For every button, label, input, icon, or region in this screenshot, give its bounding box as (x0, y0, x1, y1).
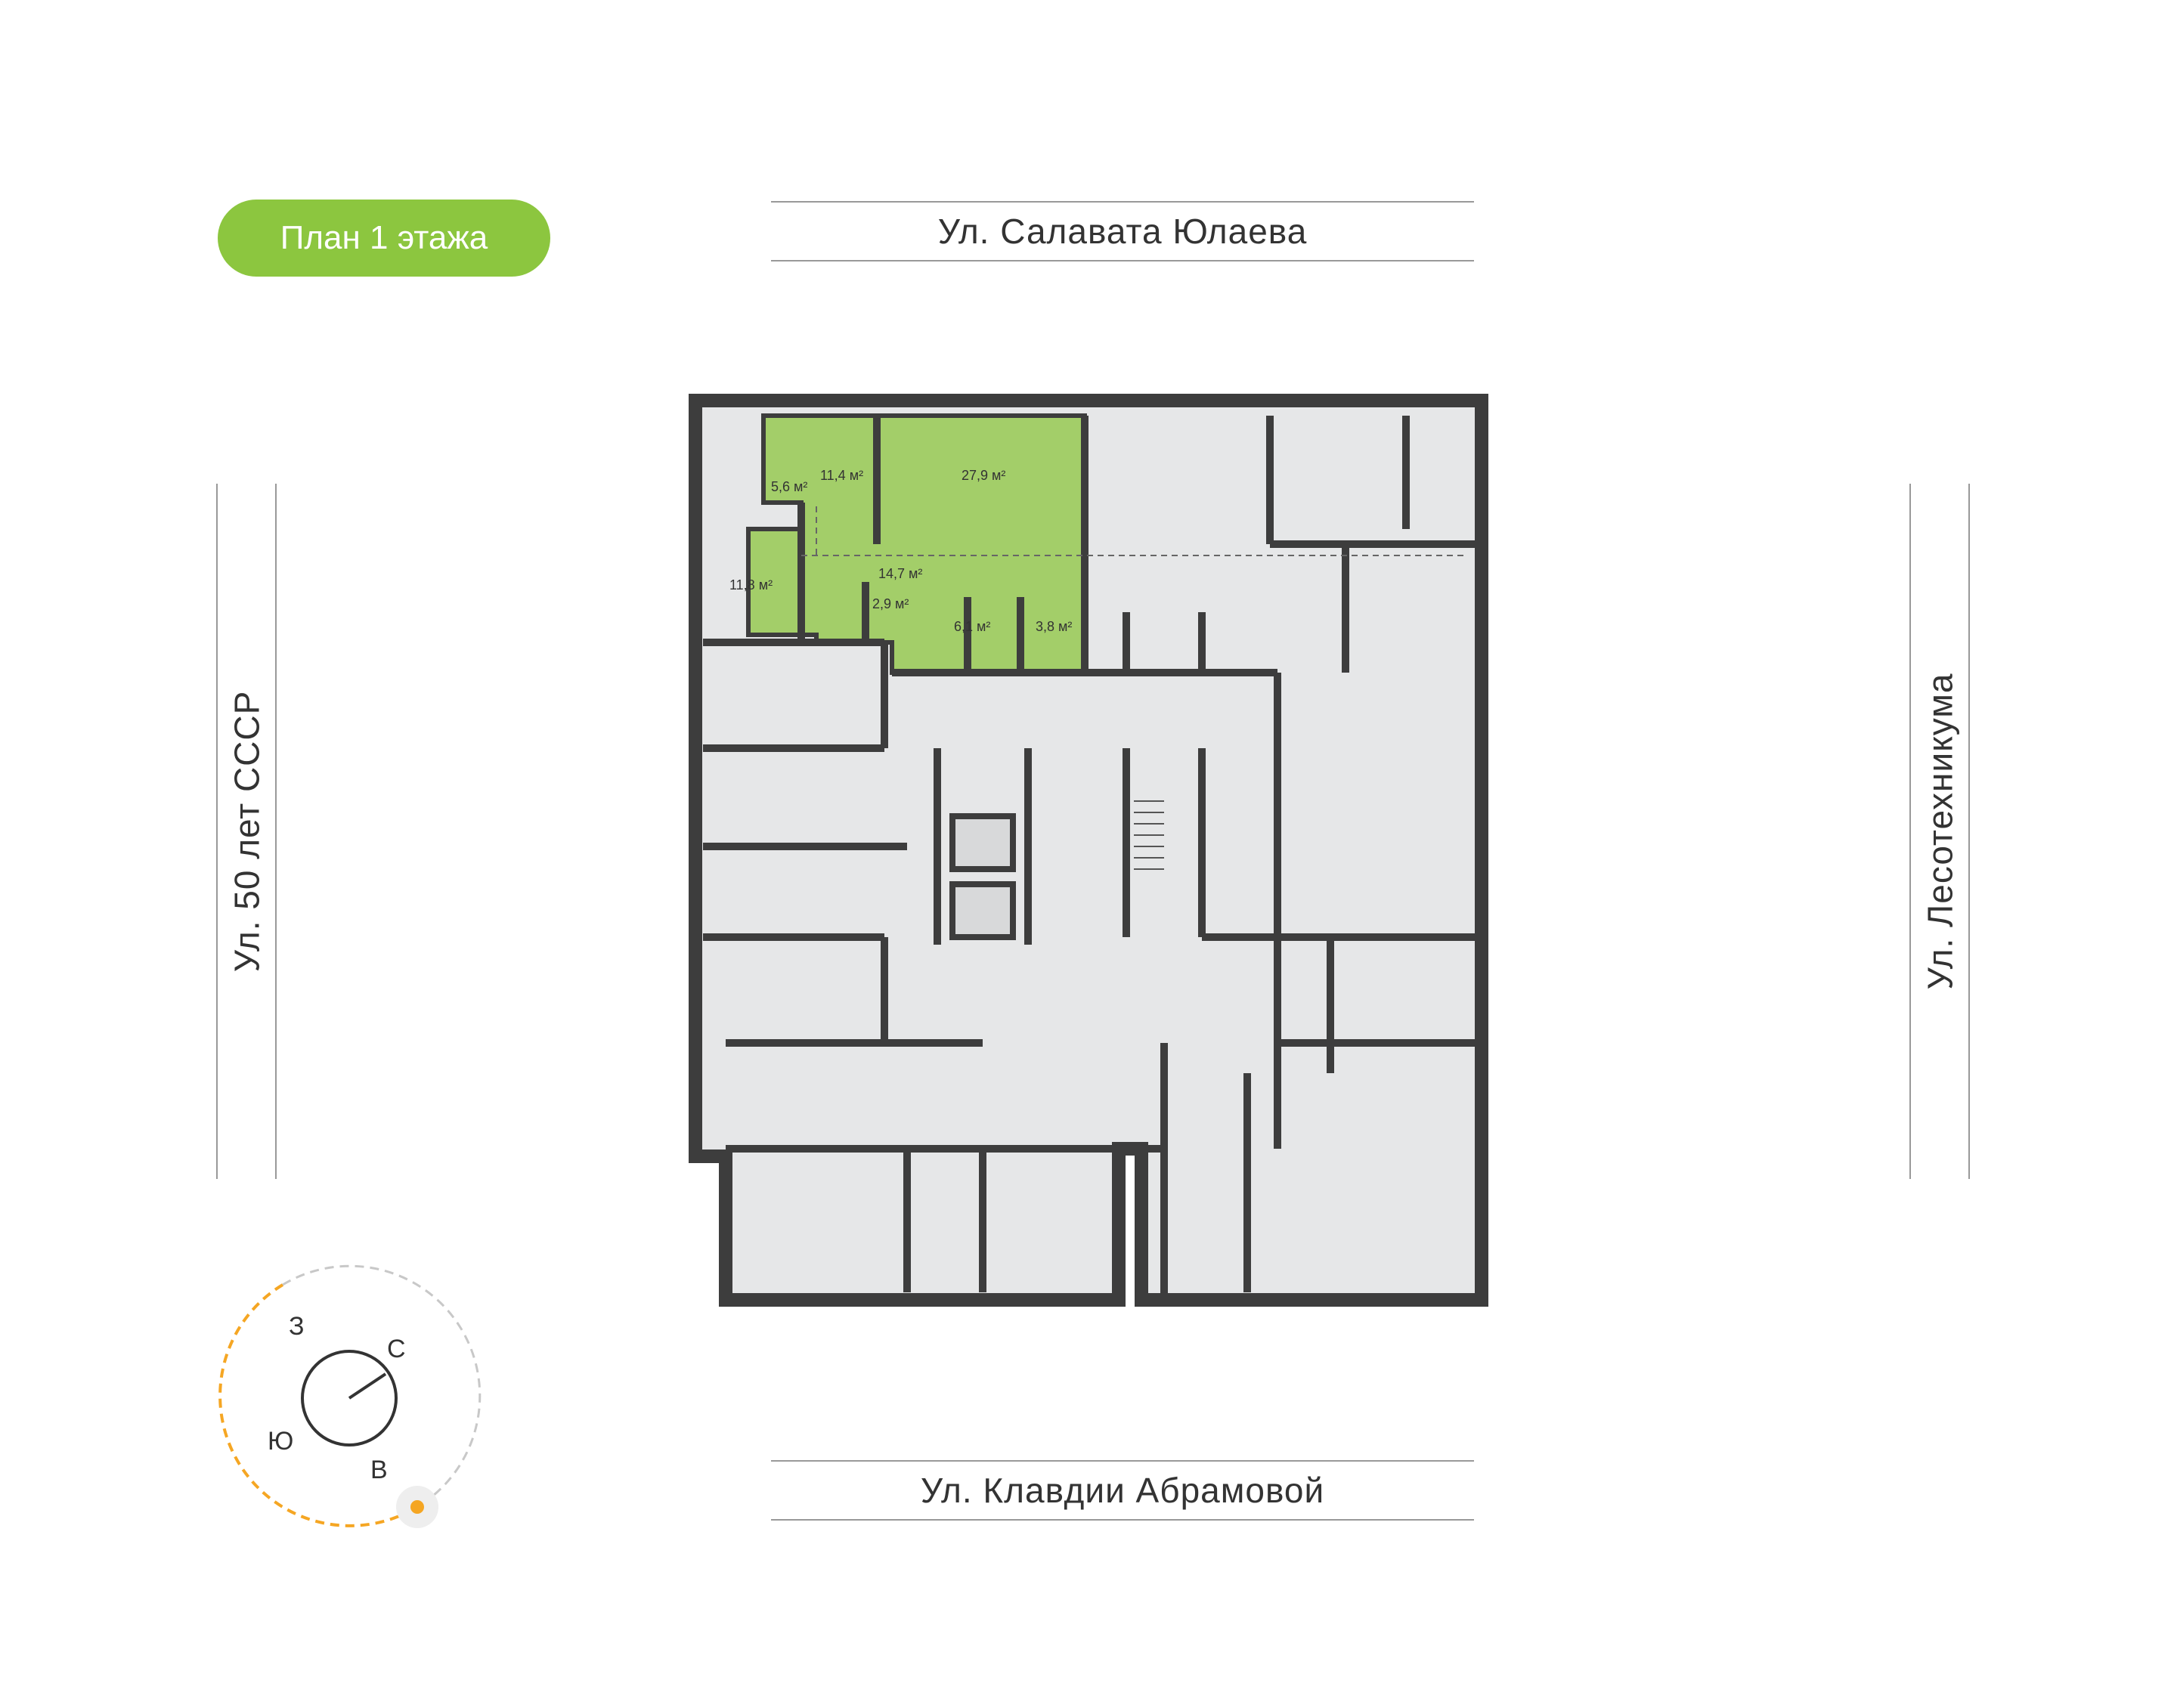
compass-south: Ю (268, 1427, 293, 1456)
sun-path-arc (218, 1283, 419, 1527)
staircase (1134, 800, 1164, 870)
elevator-shafts (949, 813, 1016, 940)
street-west-label: Ул. 50 лет СССР (227, 690, 267, 973)
compass-north: С (387, 1335, 406, 1363)
street-east-label: Ул. Лесотехникума (1920, 673, 1959, 990)
area-label-8: 3,8 м² (1036, 619, 1072, 634)
area-label-6: 2,9 м² (872, 596, 909, 611)
compass-needle (348, 1372, 387, 1400)
sun-path-arc-gray (282, 1264, 482, 1508)
street-east: Ул. Лесотехникума (1909, 484, 1970, 1179)
dashed-lines (801, 506, 1466, 556)
compass: С З Ю В (218, 1264, 482, 1528)
area-label-7: 6,1 м² (954, 619, 990, 634)
street-south: Ул. Клавдии Абрамовой (771, 1460, 1474, 1521)
area-label-2: 11,4 м² (820, 468, 863, 483)
street-south-label: Ул. Клавдии Абрамовой (920, 1471, 1325, 1510)
internal-walls (703, 416, 1482, 1300)
compass-circle (301, 1350, 398, 1447)
floor-plan: 5,6 м² 11,4 м² 27,9 м² 11,8 м² 14,7 м² 2… (689, 394, 1488, 1307)
sun-icon (410, 1500, 424, 1514)
street-west: Ул. 50 лет СССР (216, 484, 277, 1179)
street-north: Ул. Салавата Юлаева (771, 201, 1474, 261)
street-north-label: Ул. Салавата Юлаева (937, 212, 1308, 251)
area-label-4: 11,8 м² (729, 577, 773, 593)
area-label-5: 14,7 м² (878, 566, 922, 581)
area-label-1: 5,6 м² (771, 479, 807, 494)
compass-east: В (370, 1456, 388, 1484)
plan-title: План 1 этажа (280, 219, 488, 256)
area-label-3: 27,9 м² (962, 468, 1005, 483)
plan-title-badge[interactable]: План 1 этажа (218, 200, 550, 277)
compass-west: З (289, 1312, 305, 1341)
